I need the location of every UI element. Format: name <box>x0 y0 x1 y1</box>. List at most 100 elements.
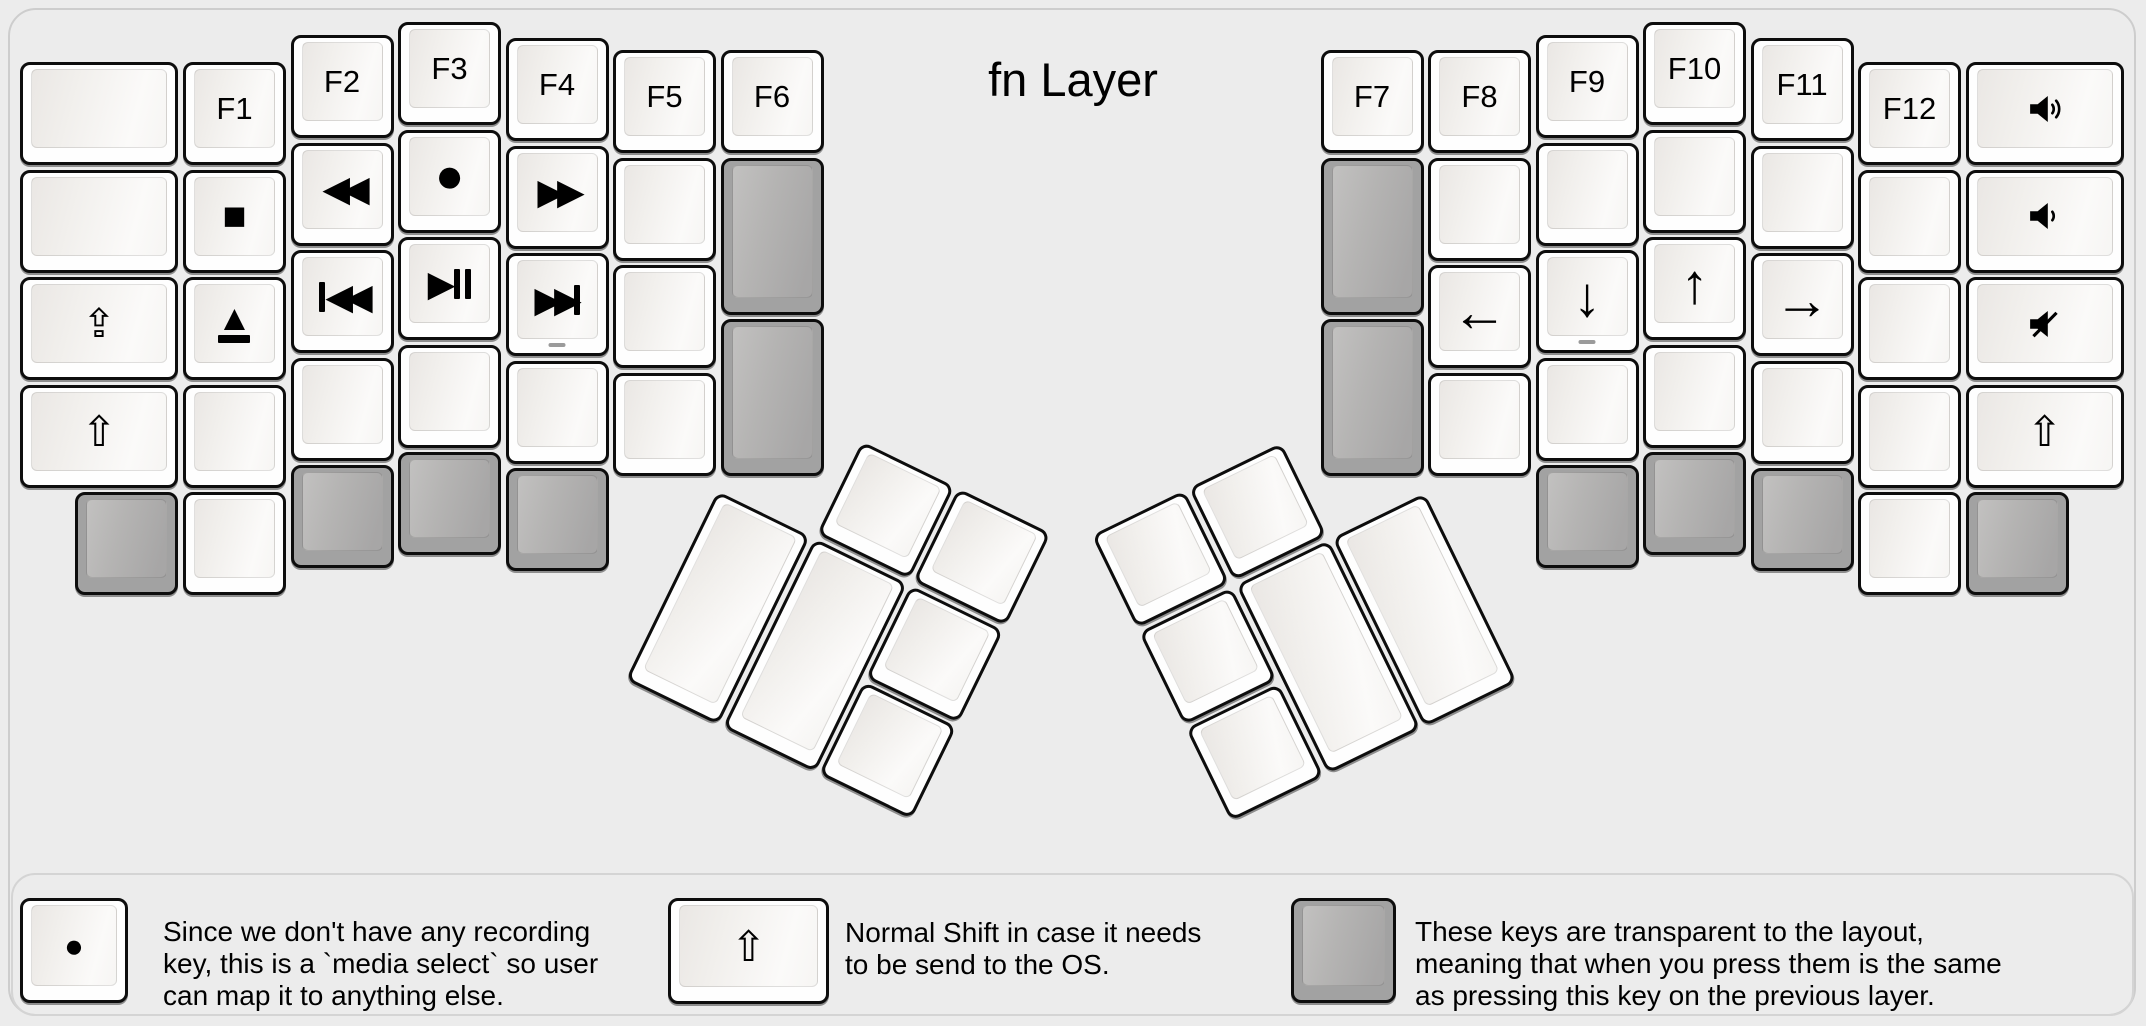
key-top-surface <box>836 692 944 800</box>
homing-dash <box>1578 340 1596 344</box>
key-f8[interactable]: F8 <box>1428 50 1531 153</box>
key-blank-21[interactable] <box>1858 384 1961 488</box>
key-top-surface: F5 <box>624 57 705 136</box>
key-transparent-9[interactable] <box>1535 465 1639 568</box>
key-transparent-7[interactable] <box>1320 157 1424 315</box>
key-f10[interactable]: F10 <box>1643 22 1746 125</box>
key-blank-5[interactable] <box>290 357 394 461</box>
key-arrow-down[interactable]: ↓ <box>1535 250 1639 353</box>
key-blank-13[interactable] <box>1535 142 1639 246</box>
f2-glyph: F2 <box>323 63 361 99</box>
key-f6[interactable]: F6 <box>720 50 824 153</box>
key-top-surface: F9 <box>1546 42 1628 121</box>
key-next-track[interactable]: ▶▶ <box>505 253 609 356</box>
key-top-surface <box>301 472 383 551</box>
key-top-surface <box>1546 472 1628 551</box>
key-top-surface <box>1546 149 1628 229</box>
key-blank-17[interactable] <box>1750 145 1854 249</box>
key-top-surface: F8 <box>1439 57 1520 136</box>
key-mute[interactable] <box>1965 277 2124 380</box>
key-blank-3[interactable] <box>183 384 286 488</box>
key-transparent-2[interactable] <box>290 465 394 568</box>
key-rewind[interactable]: ◀◀ <box>290 142 394 246</box>
key-top-surface <box>1976 176 2113 256</box>
key-transparent-10[interactable] <box>1643 452 1746 555</box>
arrow-left-glyph: ← <box>1451 279 1508 343</box>
key-blank-18[interactable] <box>1750 360 1854 464</box>
key-blank-4[interactable] <box>183 492 286 595</box>
legend-line: to be send to the OS. <box>845 949 1110 980</box>
key-f12[interactable]: F12 <box>1858 62 1961 165</box>
key-transparent-12[interactable] <box>1965 492 2069 595</box>
key-blank-16[interactable] <box>1643 344 1746 448</box>
key-top-surface <box>624 272 705 351</box>
key-shift-left[interactable]: ⇧ <box>20 384 178 488</box>
key-fast-forward[interactable]: ▶▶ <box>505 145 609 249</box>
f1-glyph: F1 <box>216 90 253 126</box>
key-f11[interactable]: F11 <box>1750 38 1854 141</box>
key-f4[interactable]: F4 <box>505 38 609 141</box>
key-top-surface: ⇧ <box>1976 391 2113 471</box>
key-blank-20[interactable] <box>1858 277 1961 380</box>
key-blank-11[interactable] <box>1428 157 1531 261</box>
key-stop[interactable]: ■ <box>183 169 286 273</box>
bar-glyph <box>465 268 472 299</box>
volume-up-icon <box>2029 95 2060 122</box>
key-blank-2[interactable] <box>20 169 178 273</box>
key-prev-track[interactable]: ◀◀ <box>290 250 394 353</box>
key-transparent-5[interactable] <box>720 157 824 315</box>
key-blank-10[interactable] <box>613 372 716 476</box>
key-transparent-4[interactable] <box>505 468 609 571</box>
key-blank-7[interactable] <box>505 360 609 464</box>
legend-key-shift: ⇧ <box>668 898 829 1004</box>
key-transparent-11[interactable] <box>1750 468 1854 571</box>
bar-glyph <box>573 284 580 315</box>
previous-track-icon: ◀◀ <box>319 275 373 317</box>
key-top-surface: ⇧ <box>31 391 167 471</box>
key-top-surface <box>1654 136 1735 216</box>
key-top-surface <box>624 379 705 459</box>
key-arrow-up[interactable]: ↑ <box>1643 237 1746 340</box>
volume-down-icon <box>2029 203 2055 229</box>
key-transparent-1[interactable] <box>75 492 178 595</box>
prev-triangles: ◀◀ <box>325 275 372 317</box>
key-play-pause[interactable]: ▶ <box>398 237 501 340</box>
key-f9[interactable]: F9 <box>1535 35 1639 138</box>
key-transparent-6[interactable] <box>720 318 824 476</box>
key-top-surface <box>1761 367 1843 447</box>
key-blank-9[interactable] <box>613 265 716 368</box>
key-f1[interactable]: F1 <box>183 62 286 165</box>
key-top-surface <box>516 475 598 554</box>
bar-glyph <box>319 281 326 312</box>
key-caps-lock[interactable]: ⇪ <box>20 277 178 380</box>
key-volume-up[interactable] <box>1965 62 2124 165</box>
key-blank-8[interactable] <box>613 157 716 261</box>
key-blank-14[interactable] <box>1535 357 1639 461</box>
key-blank-15[interactable] <box>1643 129 1746 233</box>
key-arrow-right[interactable]: → <box>1750 253 1854 356</box>
key-volume-down[interactable] <box>1965 169 2124 273</box>
key-blank-1[interactable] <box>20 62 178 165</box>
key-top-surface: ⇧ <box>679 905 818 987</box>
key-top-surface: F6 <box>731 57 813 136</box>
key-top-surface <box>1869 499 1950 578</box>
key-f7[interactable]: F7 <box>1320 50 1424 153</box>
legend-line: as pressing this key on the previous lay… <box>1415 980 1935 1011</box>
key-blank-22[interactable] <box>1858 492 1961 595</box>
key-transparent-8[interactable] <box>1320 318 1424 476</box>
key-f5[interactable]: F5 <box>613 50 716 153</box>
key-f3[interactable]: F3 <box>398 22 501 125</box>
key-blank-12[interactable] <box>1428 372 1531 476</box>
key-eject[interactable]: ▲ <box>183 277 286 380</box>
key-blank-19[interactable] <box>1858 169 1961 273</box>
key-record[interactable]: ● <box>398 129 501 233</box>
key-top-surface: ▲ <box>194 284 275 363</box>
key-arrow-left[interactable]: ← <box>1428 265 1531 368</box>
key-f2[interactable]: F2 <box>290 35 394 138</box>
legend-key-record: ● <box>20 898 128 1003</box>
key-shift-right[interactable]: ⇧ <box>1965 384 2124 488</box>
key-top-surface <box>1302 905 1385 986</box>
key-blank-6[interactable] <box>398 344 501 448</box>
f8-glyph: F8 <box>1461 78 1498 114</box>
key-transparent-3[interactable] <box>398 452 501 555</box>
